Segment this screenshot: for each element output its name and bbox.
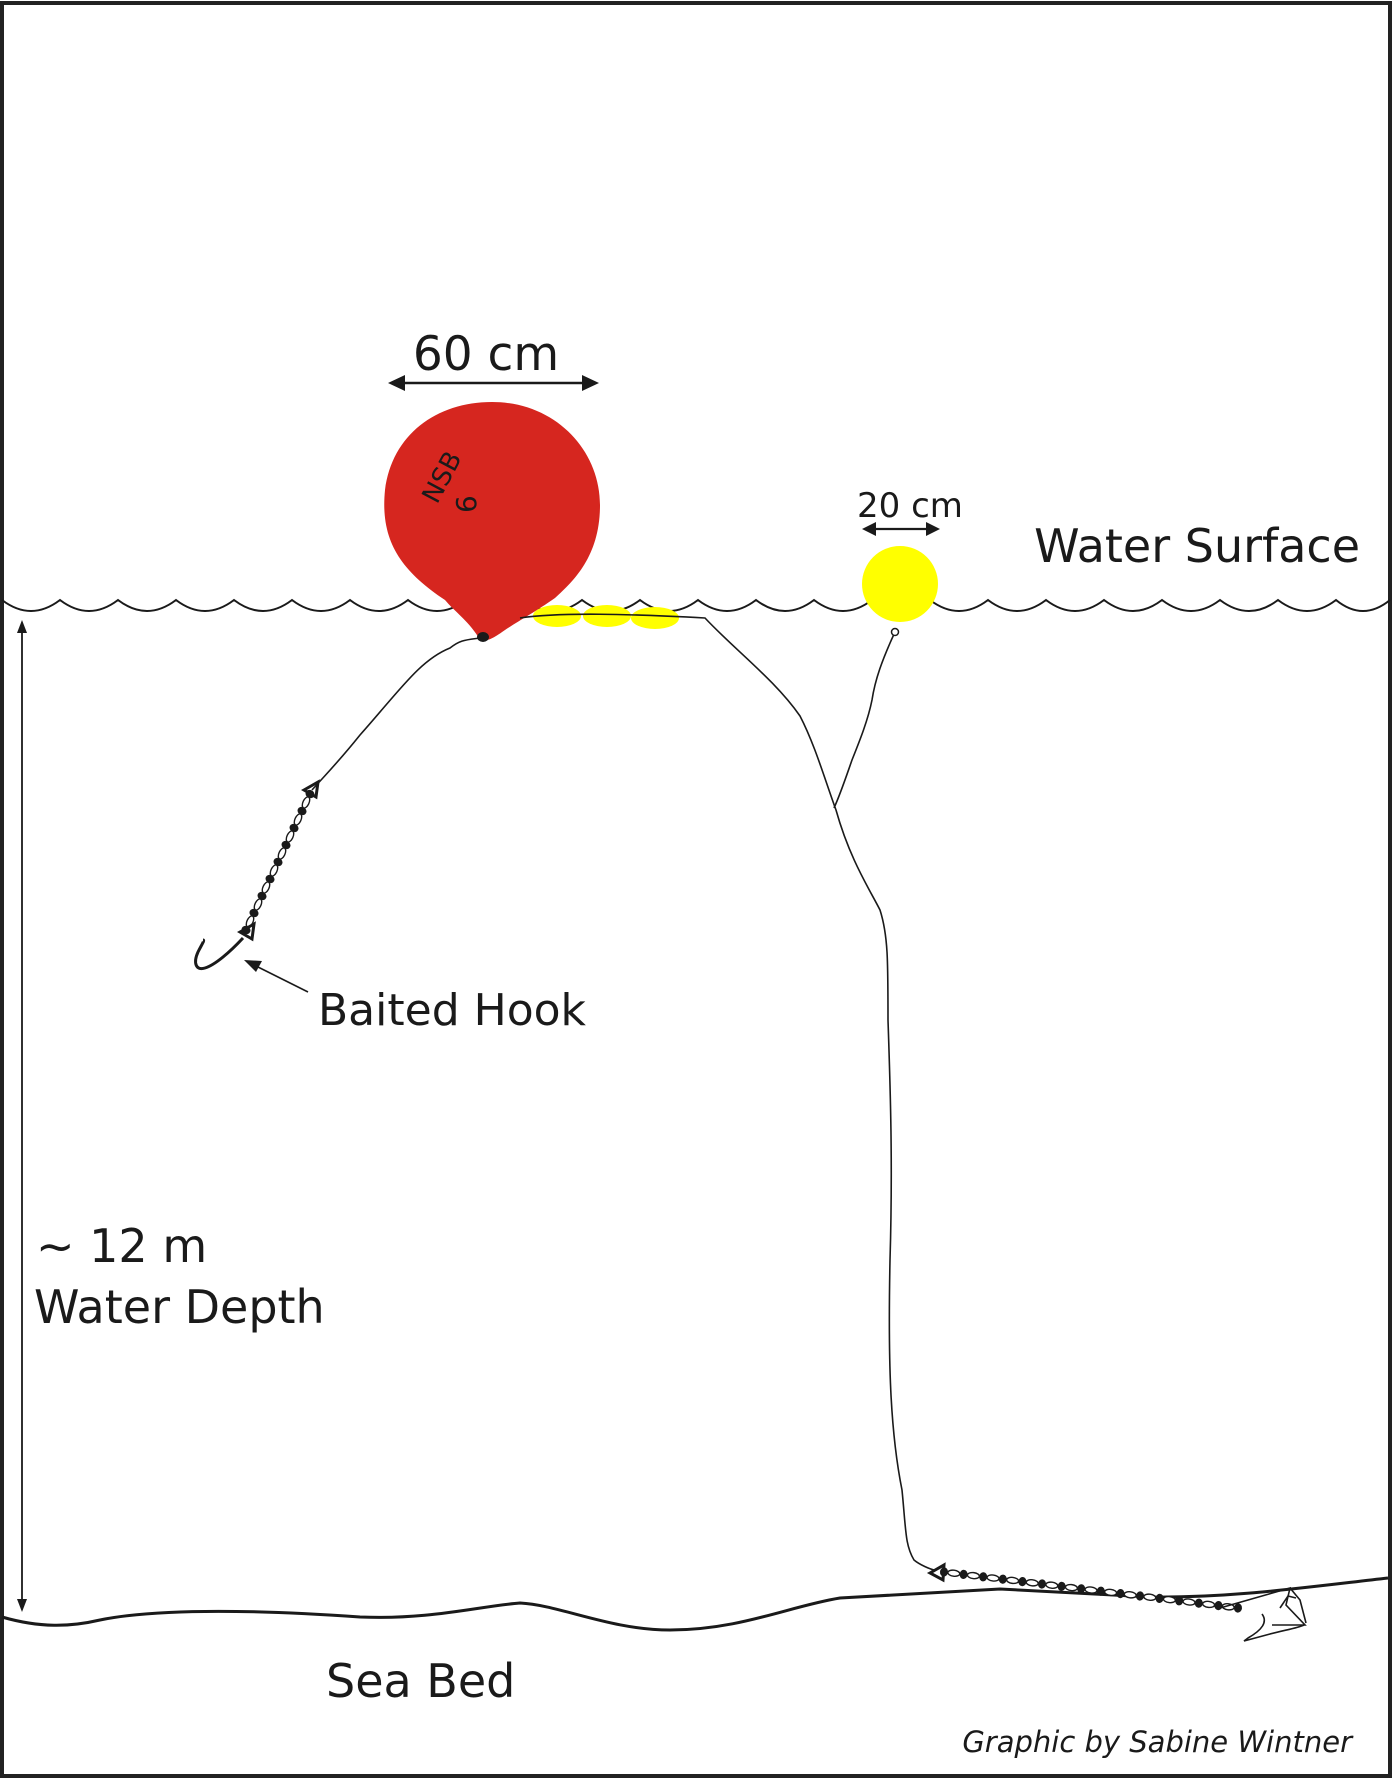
chain-link (1182, 1598, 1196, 1606)
label-60cm: 60 cm (413, 327, 559, 382)
chain-link (1143, 1593, 1157, 1601)
chain-link (1214, 1601, 1223, 1611)
chain-link (1025, 1579, 1039, 1587)
chain-link (998, 1574, 1007, 1584)
anchor-swivel (926, 1562, 946, 1583)
chain-link (1045, 1581, 1059, 1589)
chain-swivel-top (301, 779, 320, 800)
chain-link (1096, 1586, 1105, 1596)
chain-link (1233, 1603, 1243, 1613)
chain-link (1018, 1577, 1027, 1587)
dimension-arrow-20cm (862, 522, 940, 536)
chain-link (986, 1574, 1000, 1582)
label-sea-bed: Sea Bed (326, 1654, 515, 1708)
large-buoy (384, 402, 600, 641)
chain-link (979, 1572, 988, 1582)
chain-icon (241, 789, 315, 935)
float-1 (533, 605, 581, 627)
chain-link (1194, 1598, 1203, 1608)
small-buoy-ring (890, 627, 900, 637)
label-20cm: 20 cm (857, 486, 963, 526)
label-baited-hook: Baited Hook (318, 985, 587, 1036)
label-water-depth: Water Depth (34, 1280, 325, 1334)
hook-icon (194, 936, 245, 971)
chain-link (1135, 1591, 1145, 1601)
float-2 (583, 605, 631, 627)
baited-hook-pointer (244, 960, 309, 993)
chain-link (1201, 1600, 1216, 1609)
dimension-arrow-60cm (388, 375, 599, 391)
anchor-chain (939, 1567, 1243, 1613)
chain-link (1155, 1593, 1164, 1603)
label-depth-value: ~ 12 m (36, 1219, 207, 1273)
chain-link (966, 1571, 981, 1580)
chain-link (947, 1569, 961, 1577)
chain-link (1057, 1581, 1066, 1591)
main-line (519, 613, 935, 1571)
small-buoy (862, 546, 938, 622)
chain-link (1116, 1589, 1125, 1599)
hook-rope (311, 637, 481, 791)
chain-link (1037, 1579, 1047, 1589)
anchor-icon (1219, 1586, 1307, 1642)
chain-link (1077, 1584, 1086, 1594)
chain-link (1005, 1576, 1020, 1585)
small-buoy-line (833, 631, 896, 809)
depth-arrow (17, 620, 27, 1612)
chain-link (1175, 1596, 1184, 1606)
label-credit: Graphic by Sabine Wintner (962, 1725, 1354, 1759)
buoy-marking-number: 6 (450, 495, 483, 513)
chain-link (1064, 1583, 1079, 1592)
chain-link (959, 1569, 968, 1579)
swivel-icon (477, 632, 489, 642)
chain-swivel-bottom (237, 921, 256, 942)
float-3 (631, 607, 679, 629)
chain-link (1123, 1591, 1137, 1599)
water-surface-line (1, 598, 1391, 612)
label-water-surface: Water Surface (1034, 519, 1360, 573)
